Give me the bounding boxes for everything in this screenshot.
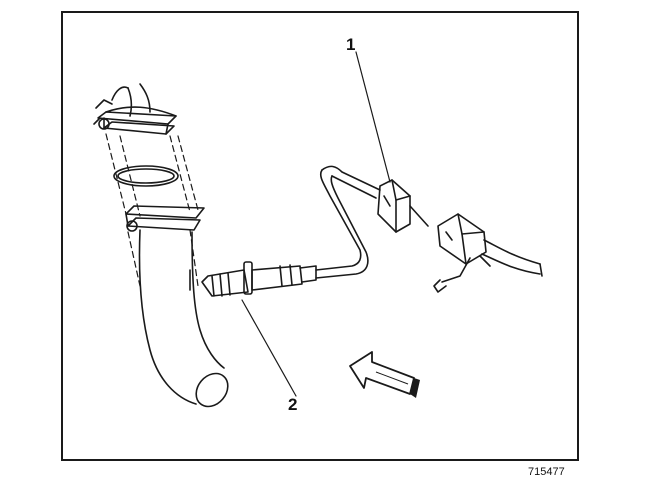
diagram-frame [61,11,579,461]
callout-2: 2 [288,395,298,414]
callout-1: 1 [346,35,356,54]
direction-arrow-icon [349,351,420,398]
exhaust-pipe [138,229,229,408]
lower-flange [125,205,205,232]
leader-line-1 [355,51,391,183]
gasket-ring [113,165,179,187]
figure-number: 715477 [528,466,565,478]
upper-flange [97,106,177,135]
oxygen-sensor [201,261,317,297]
harness-connector [433,213,543,293]
sensor-wire [315,165,381,279]
alignment-lines [105,133,199,287]
sensor-connector [377,179,429,233]
leader-line-2 [241,299,297,397]
